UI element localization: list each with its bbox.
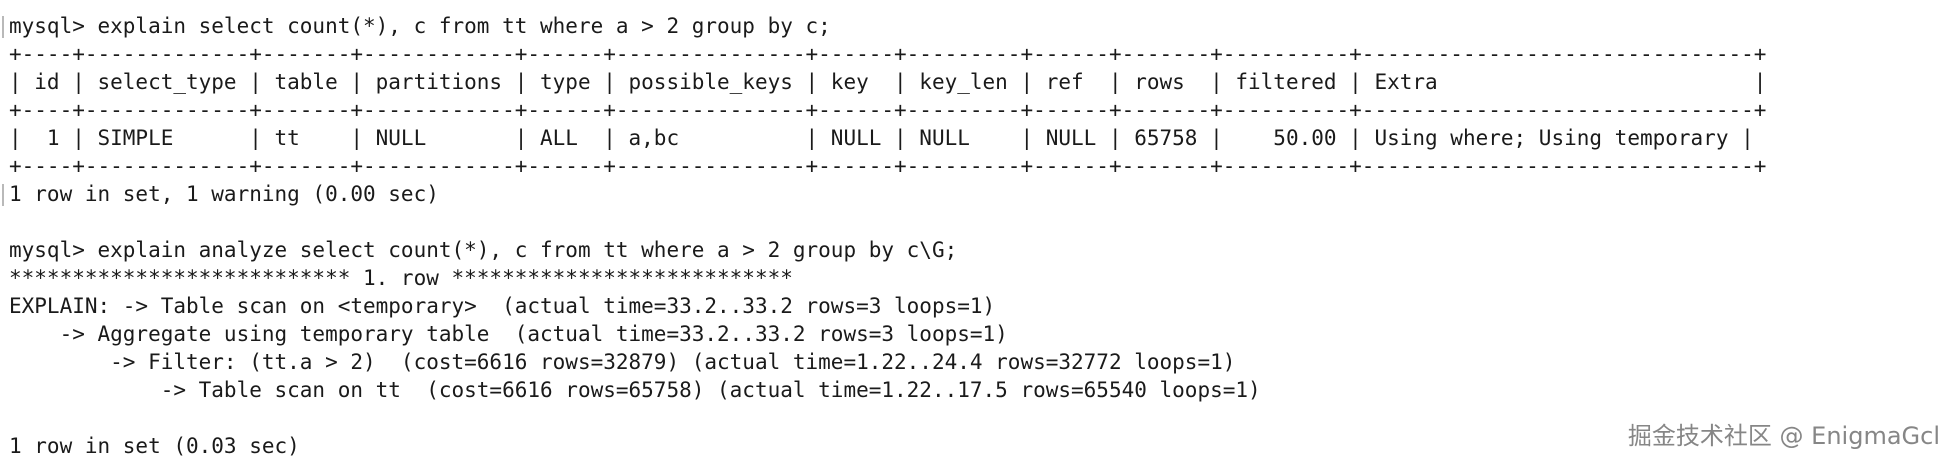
prompt-marker-2 — [2, 184, 4, 206]
table-border-bottom: +----+-------------+-------+------------… — [9, 154, 1767, 178]
table-row: | 1 | SIMPLE | tt | NULL | ALL | a,bc | … — [9, 126, 1754, 150]
query1-prompt: mysql> explain select count(*), c from t… — [9, 14, 831, 38]
row-separator: *************************** 1. row *****… — [9, 266, 793, 290]
plan-line-4: -> Table scan on tt (cost=6616 rows=6575… — [9, 378, 1261, 402]
table-border-middle: +----+-------------+-------+------------… — [9, 98, 1767, 122]
query1-summary: 1 row in set, 1 warning (0.00 sec) — [9, 182, 439, 206]
query2-prompt: mysql> explain analyze select count(*), … — [9, 238, 958, 262]
explain-result-table: +----+-------------+-------+------------… — [9, 40, 1954, 180]
prompt-marker-1 — [2, 16, 4, 38]
watermark-text: 掘金技术社区 @ EnigmaGcl — [1627, 422, 1940, 450]
plan-line-2: -> Aggregate using temporary table (actu… — [9, 322, 1008, 346]
plan-line-3: -> Filter: (tt.a > 2) (cost=6616 rows=32… — [9, 350, 1236, 374]
blank-line — [9, 208, 1954, 236]
query2-summary: 1 row in set (0.03 sec) — [9, 434, 300, 458]
table-header-row: | id | select_type | table | partitions … — [9, 70, 1767, 94]
plan-line-1: EXPLAIN: -> Table scan on <temporary> (a… — [9, 294, 996, 318]
table-border-top: +----+-------------+-------+------------… — [9, 42, 1767, 66]
